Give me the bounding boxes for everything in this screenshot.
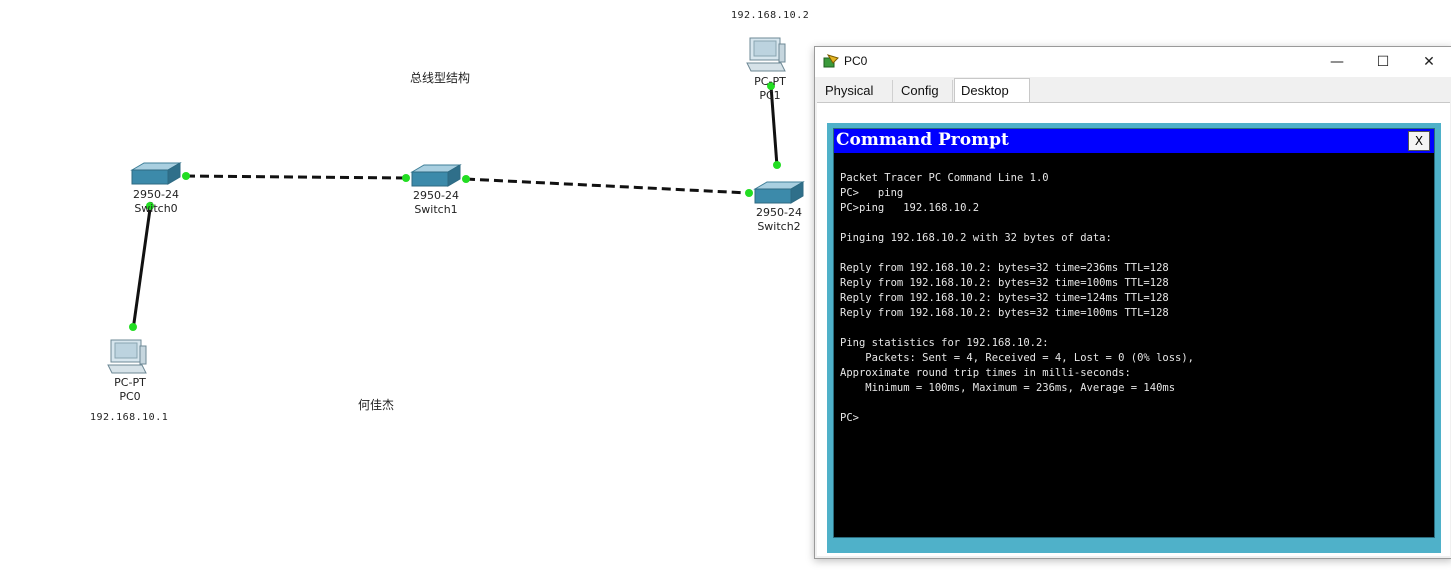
command-prompt-close-button[interactable]: X — [1408, 131, 1430, 151]
window-titlebar[interactable]: PC0 — ☐ ✕ — [815, 47, 1451, 77]
switch1-model: 2950-24 — [413, 189, 459, 202]
switch1-name: Switch1 — [414, 203, 458, 216]
switch-icon — [130, 162, 182, 185]
switch0-name: Switch0 — [134, 202, 178, 215]
switch0-model: 2950-24 — [133, 188, 179, 201]
command-prompt-title: Command Prompt — [836, 130, 1009, 150]
pc0-type: PC-PT — [114, 376, 146, 389]
command-prompt-titlebar: Command Prompt X — [834, 129, 1434, 153]
pc1-device[interactable] — [745, 36, 789, 78]
minimize-button[interactable]: — — [1330, 54, 1344, 70]
desktop-content: Command Prompt X Packet Tracer PC Comman… — [817, 102, 1450, 556]
tab-physical[interactable]: Physical — [819, 80, 893, 102]
pc0-ip: 192.168.10.1 — [90, 412, 169, 423]
switch0-device[interactable] — [128, 162, 182, 192]
pc0-device[interactable] — [106, 338, 150, 380]
topology-title-note: 总线型结构 — [410, 71, 471, 85]
link-sw0-sw1[interactable] — [185, 174, 407, 180]
command-prompt-panel[interactable]: Command Prompt X Packet Tracer PC Comman… — [833, 128, 1435, 538]
window-title: PC0 — [844, 54, 868, 68]
pc1-type: PC-PT — [754, 75, 786, 88]
tab-desktop[interactable]: Desktop — [954, 78, 1030, 103]
switch1-device[interactable] — [408, 164, 462, 194]
pc1-ip: 192.168.10.2 — [731, 10, 810, 21]
switch2-model: 2950-24 — [756, 206, 802, 219]
pc-icon — [746, 37, 786, 72]
author-note: 何佳杰 — [358, 398, 395, 412]
tab-config[interactable]: Config — [895, 80, 953, 102]
switch-icon — [753, 181, 805, 204]
pc-icon — [107, 339, 147, 374]
window-tabs: Physical Config Desktop — [815, 78, 1451, 103]
link-pc1-sw2[interactable] — [769, 85, 779, 167]
close-button[interactable]: ✕ — [1423, 54, 1435, 70]
switch-icon — [410, 164, 462, 187]
switch2-name: Switch2 — [757, 220, 801, 233]
link-status-dots — [129, 82, 781, 331]
pc1-name: PC1 — [759, 89, 781, 102]
switch2-device[interactable] — [751, 181, 805, 211]
packet-tracer-icon — [823, 54, 839, 68]
link-pc0-sw0[interactable] — [131, 201, 153, 331]
pc0-window: PC0 — ☐ ✕ Physical Config Desktop Comman… — [814, 46, 1451, 559]
pc0-name: PC0 — [119, 390, 141, 403]
terminal-output[interactable]: Packet Tracer PC Command Line 1.0 PC> pi… — [840, 172, 1195, 424]
maximize-button[interactable]: ☐ — [1376, 54, 1390, 70]
link-sw1-sw2[interactable] — [465, 177, 750, 195]
